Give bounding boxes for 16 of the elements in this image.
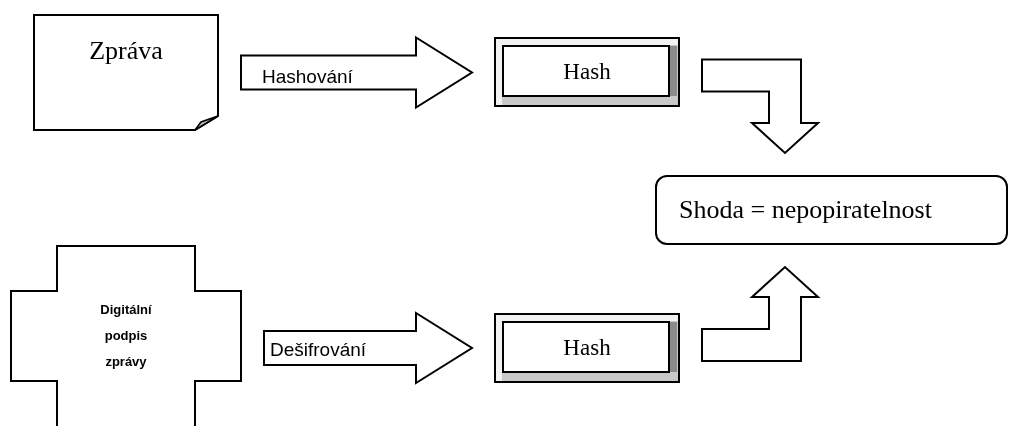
block-arrow — [701, 265, 821, 362]
node-text: Hash — [563, 335, 611, 361]
node-text: Hash — [563, 59, 611, 85]
node-text: Shoda = nepopiratelnost — [679, 195, 932, 225]
block-arrow — [701, 58, 821, 155]
document-shape — [33, 14, 219, 131]
node-text: Zpráva — [89, 35, 163, 66]
cross-shape — [10, 245, 242, 426]
block-arrow — [263, 311, 474, 385]
block-arrow — [240, 35, 474, 110]
edge-label: Dešifrování — [270, 339, 367, 361]
process-box — [494, 37, 680, 107]
node-text: Digitální podpis zprávy — [99, 300, 153, 371]
process-box — [494, 313, 680, 383]
result-box — [655, 175, 1008, 245]
edge-label: Hashování — [262, 65, 353, 88]
